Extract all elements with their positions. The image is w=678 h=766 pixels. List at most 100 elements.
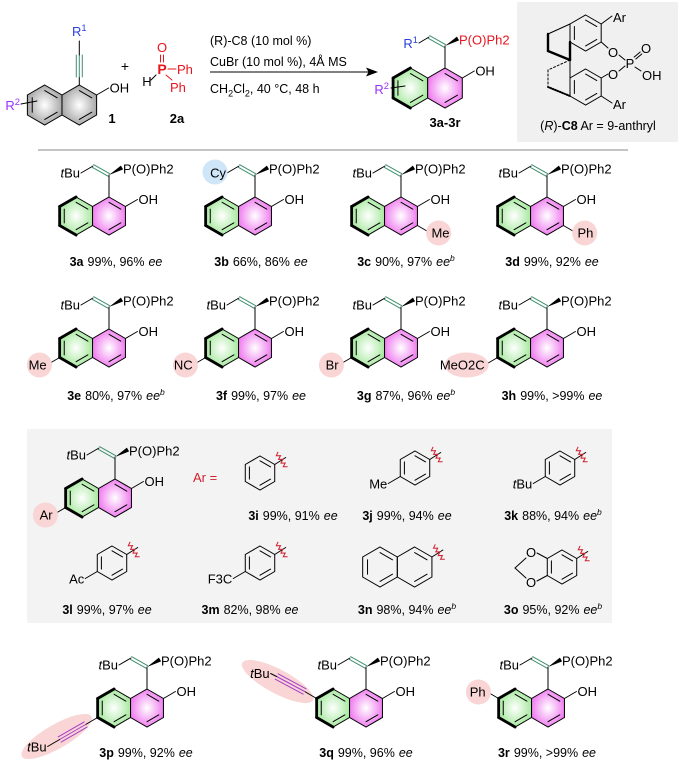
double-bond-line — [237, 166, 255, 177]
aryl-entry-3n — [362, 544, 445, 588]
double-bond-line — [546, 333, 560, 342]
double-bond-line — [559, 455, 572, 463]
wedge-bond — [147, 657, 162, 667]
wavy-attachment-line — [275, 541, 288, 558]
footnote-marker: b — [451, 601, 456, 611]
catalyst-panel-background — [517, 2, 678, 142]
yield-ee-value: 99%, 97% — [231, 389, 288, 403]
bold-bond — [204, 224, 224, 237]
bold-bond — [497, 687, 517, 700]
double-bond-line — [44, 90, 58, 99]
ee-label: ee — [324, 509, 338, 523]
text-segment: t — [499, 658, 504, 673]
r1-group-label: tBu — [206, 298, 226, 313]
text-segment: Bu — [70, 448, 86, 463]
bold-bond — [350, 195, 370, 208]
ee-label: ee — [585, 255, 599, 269]
wavy-attachment-line — [430, 446, 443, 463]
double-bond-line — [561, 572, 574, 580]
bond — [461, 70, 475, 79]
wedge-bond — [366, 657, 381, 667]
double-bond-line — [400, 201, 414, 210]
double-bond-line — [409, 73, 424, 82]
text-segment: Bu — [64, 166, 80, 181]
double-bond-line — [546, 201, 560, 210]
bond — [547, 23, 571, 35]
bond — [226, 165, 240, 174]
compound-number: 3m — [202, 603, 220, 617]
double-bond-line — [385, 296, 403, 307]
wedge-bond — [109, 297, 124, 307]
hydroxyl-label: OH — [576, 324, 596, 339]
text-segment: t — [98, 658, 103, 673]
double-bond-line — [513, 333, 527, 342]
r1-group-label: tBu — [98, 658, 118, 673]
double-bond-line — [531, 296, 549, 307]
bond — [304, 691, 318, 699]
hydroxyl-label: OH — [475, 64, 495, 79]
ee-label: ee — [399, 746, 413, 760]
yield-ee-value: 90%, 97% — [375, 255, 432, 269]
double-bond-line — [385, 164, 403, 175]
r1-group-label: tBu — [499, 658, 519, 673]
solvent-temperature-time-text: CH2Cl2, 40 °C, 48 h — [210, 82, 320, 99]
text-segment: Bu — [516, 477, 532, 492]
bold-bond — [391, 96, 412, 110]
bold-bond — [496, 327, 516, 340]
hydroxyl-label: OH — [138, 324, 158, 339]
ar-equals-label: Ar = — [193, 470, 217, 485]
bond — [118, 657, 132, 666]
highlight-circle — [172, 352, 198, 378]
phosphine-oxide-label: P(O)Ph2 — [123, 162, 174, 177]
ee-label: ee — [588, 389, 602, 403]
bold-bond — [496, 224, 516, 237]
double-bond-line — [513, 354, 527, 363]
double-bond-line — [635, 53, 643, 60]
text-segment: C8 — [562, 119, 578, 133]
text-segment: ( — [540, 119, 545, 133]
bold-bond — [58, 224, 78, 237]
double-bond-line — [221, 354, 235, 363]
bond — [536, 552, 548, 559]
ee-label: ee — [146, 389, 160, 403]
phosphine-oxide-label: P(O)Ph2 — [269, 162, 320, 177]
yield-ee-value: 99%, 92% — [524, 255, 581, 269]
bond — [416, 199, 430, 207]
compound-number: 3f — [216, 389, 228, 403]
bond — [532, 476, 546, 484]
triple-bond-line — [274, 678, 304, 695]
compound-range-label: 3a-3r — [429, 115, 460, 130]
hydroxyl-label: OH — [576, 192, 596, 207]
double-bond-line — [530, 658, 548, 669]
double-bond-line — [348, 658, 366, 669]
oxygen-label: O — [608, 45, 618, 60]
text-segment: Bu — [356, 166, 372, 181]
double-bond-line — [547, 693, 561, 702]
text-segment: Bu — [321, 658, 337, 673]
text-segment: t — [60, 166, 65, 181]
double-bond-line — [547, 714, 561, 723]
text-segment: Cy — [210, 166, 226, 181]
double-bond-line — [367, 354, 381, 363]
bond — [84, 571, 98, 579]
text-segment: Bu — [64, 298, 80, 313]
text-segment: t — [250, 666, 255, 681]
text-segment: 2 — [384, 80, 389, 91]
yield-ee-value: 99%, 92% — [118, 746, 175, 760]
substituent-label: Br — [326, 358, 340, 373]
bond — [518, 165, 532, 174]
phosphine-oxide-label: P(O)Ph2 — [129, 444, 180, 459]
double-bond-line — [529, 166, 547, 177]
ee-label: ee — [436, 255, 450, 269]
